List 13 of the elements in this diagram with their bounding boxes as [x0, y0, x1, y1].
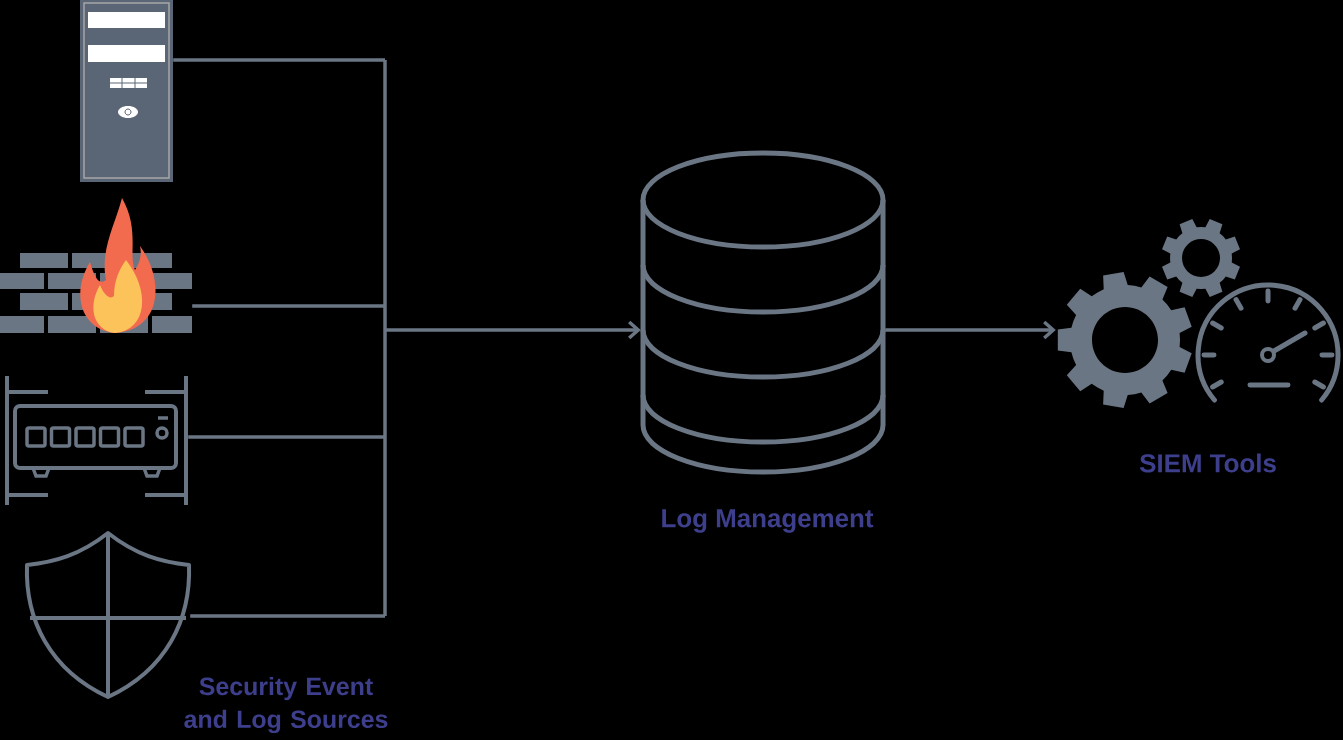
connector-line — [192, 304, 385, 308]
arrow — [885, 320, 1056, 340]
connector-line — [188, 435, 385, 439]
server-drawing — [80, 0, 173, 182]
group-label: Security Event and Log Sources — [184, 676, 388, 734]
switch-drawing — [5, 374, 188, 507]
connector-line — [190, 614, 385, 618]
shield-drawing — [25, 531, 191, 699]
firewall-drawing — [0, 198, 192, 333]
node-label: Log Management — [662, 509, 874, 533]
connector-line — [173, 58, 385, 62]
arrow — [383, 58, 641, 618]
node-label: SIEM Tools — [1139, 453, 1276, 473]
